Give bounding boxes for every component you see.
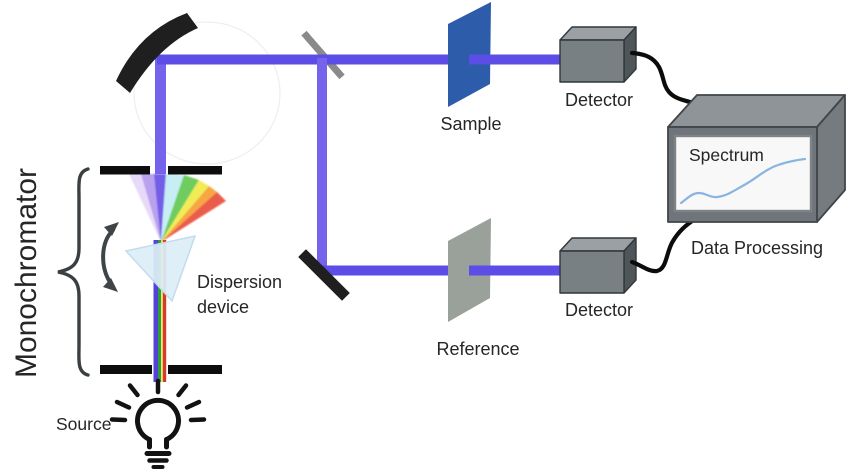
- dispersed-light-fan: [129, 174, 226, 242]
- light-bulb-icon: [109, 378, 207, 469]
- detector-top-icon: [559, 26, 637, 83]
- reference-beam-exit: [469, 265, 561, 276]
- exit-slit: [100, 166, 222, 175]
- cable-top: [629, 50, 696, 106]
- screen: [673, 134, 813, 213]
- monitor-icon: [667, 94, 846, 223]
- light-beams: [155, 54, 448, 276]
- reference-label: Reference: [436, 339, 520, 359]
- curved-mirror-icon: [116, 13, 198, 93]
- entrance-slit: [100, 365, 222, 374]
- sample-label: Sample: [440, 114, 502, 134]
- source-label: Source: [56, 414, 112, 434]
- detector-bottom-icon: [559, 237, 637, 294]
- dispersion-device-label: Dispersion device: [197, 270, 282, 320]
- detector-top-label: Detector: [564, 90, 634, 110]
- monochromator-output-beam: [155, 57, 166, 174]
- monochromator-label: Monochromator: [10, 167, 43, 379]
- split-beam: [317, 58, 327, 270]
- dispersion-device-label-line2: device: [197, 297, 250, 317]
- data-processing-label: Data Processing: [691, 238, 824, 258]
- ghost-ellipse: [133, 21, 281, 165]
- cable-bottom: [629, 216, 698, 274]
- monochromator-brace: [57, 167, 90, 377]
- spectrum-curve: [679, 157, 807, 205]
- spectrum-label: Spectrum: [689, 145, 764, 165]
- sample-beam: [157, 54, 448, 65]
- polychromatic-beam: [153, 240, 167, 382]
- reference-beam: [318, 265, 448, 276]
- sample-beam-exit: [469, 54, 561, 65]
- rotation-arrow-icon: [101, 222, 119, 292]
- dispersion-device-label-line1: Dispersion: [197, 272, 283, 292]
- detector-bottom-label: Detector: [564, 300, 634, 320]
- prism-icon: [124, 234, 197, 303]
- flat-mirror-icon: [298, 249, 350, 301]
